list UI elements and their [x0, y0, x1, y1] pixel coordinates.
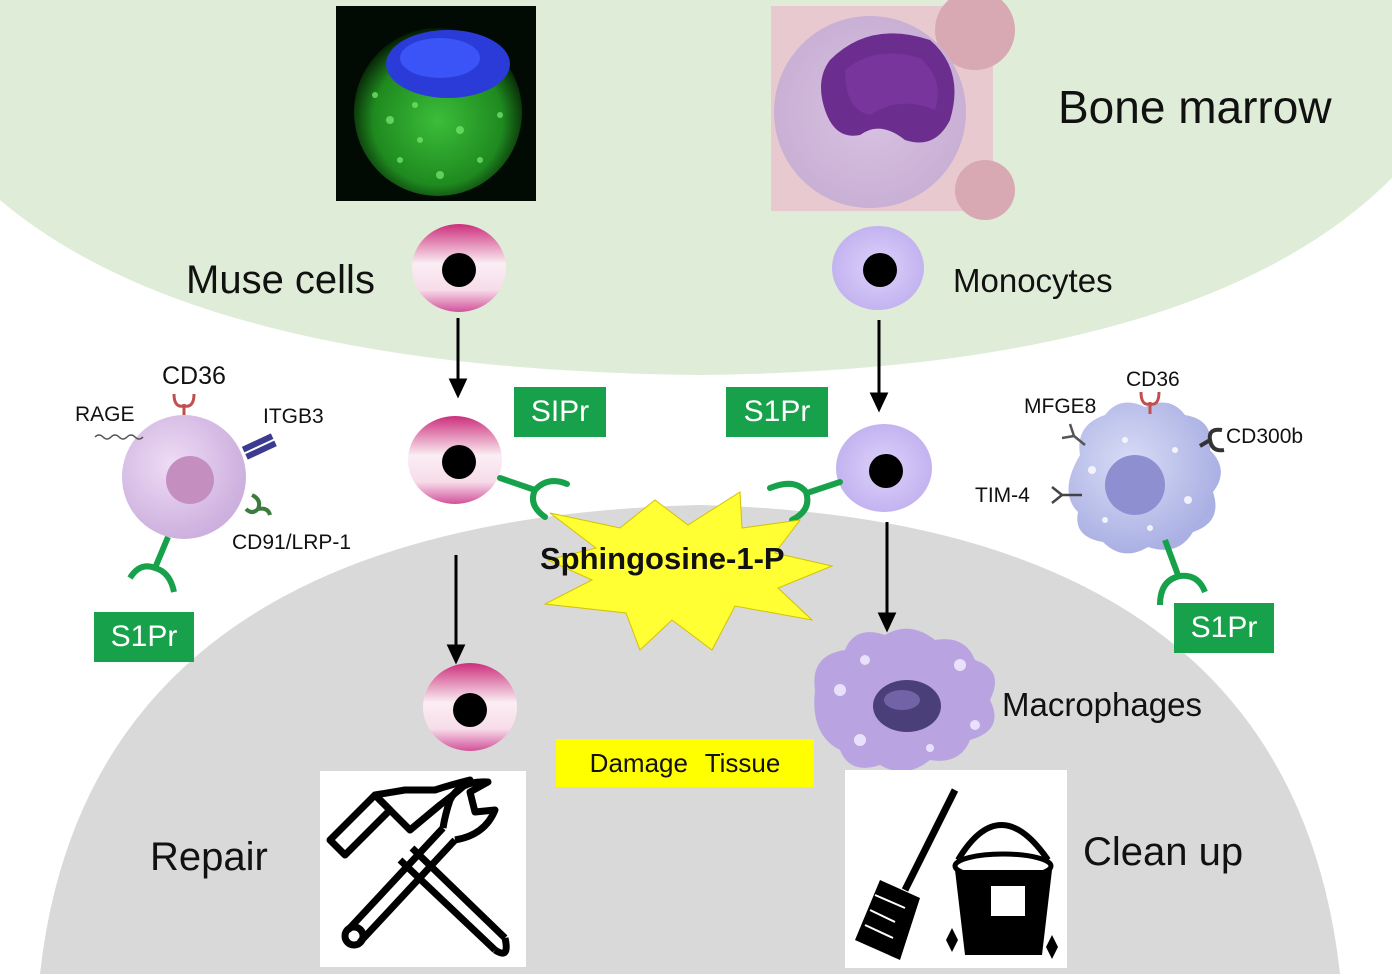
rage-label: RAGE: [75, 403, 135, 426]
muse-cell-bottom: [423, 663, 517, 751]
macrophage-cell: [814, 628, 995, 772]
cd36-label-left: CD36: [162, 362, 226, 390]
s1pr-tag-right-model: S1Pr: [1174, 603, 1274, 653]
cd300b-label: CD300b: [1226, 425, 1304, 448]
bone-marrow-label: Bone marrow: [1058, 81, 1332, 133]
s1pr-tag-muse: SIPr: [514, 387, 606, 437]
sphingosine-star: [543, 491, 834, 651]
sphingosine-label: Sphingosine-1-P: [540, 541, 785, 576]
s1pr-tag-monocyte: S1Pr: [726, 387, 828, 437]
bone-marrow-region: [0, 0, 1392, 375]
repair-label: Repair: [150, 835, 268, 879]
muse-cells-label: Muse cells: [186, 258, 375, 302]
cd91-label: CD91/LRP-1: [232, 531, 352, 554]
s1p-receptors-center: [497, 475, 843, 523]
muse-cell-top: [412, 224, 506, 312]
broom-bucket-icon: [845, 770, 1067, 968]
macrophage-receptor-model: [1051, 391, 1225, 606]
clean-up-label: Clean up: [1083, 830, 1244, 874]
migration-arrows: [446, 318, 897, 665]
hammer-wrench-icon: [320, 771, 526, 967]
macrophages-label: Macrophages: [1002, 686, 1202, 723]
muse-cell-photo: [336, 6, 536, 201]
muse-cell-receptor-model: [94, 393, 277, 593]
monocyte-middle: [836, 424, 932, 512]
s1pr-tag-left-model: S1Pr: [94, 612, 194, 662]
damage-tissue-label: Damage Tissue: [556, 739, 814, 787]
muse-cell-middle: [408, 416, 502, 504]
cd36-label-right: CD36: [1126, 368, 1180, 391]
monocyte-top: [832, 226, 924, 310]
tim4-label: TIM-4: [975, 484, 1030, 507]
mfge8-label: MFGE8: [1024, 395, 1097, 418]
itgb3-label: ITGB3: [263, 405, 324, 428]
monocytes-label: Monocytes: [953, 262, 1113, 299]
monocyte-photo: [771, 0, 1015, 220]
